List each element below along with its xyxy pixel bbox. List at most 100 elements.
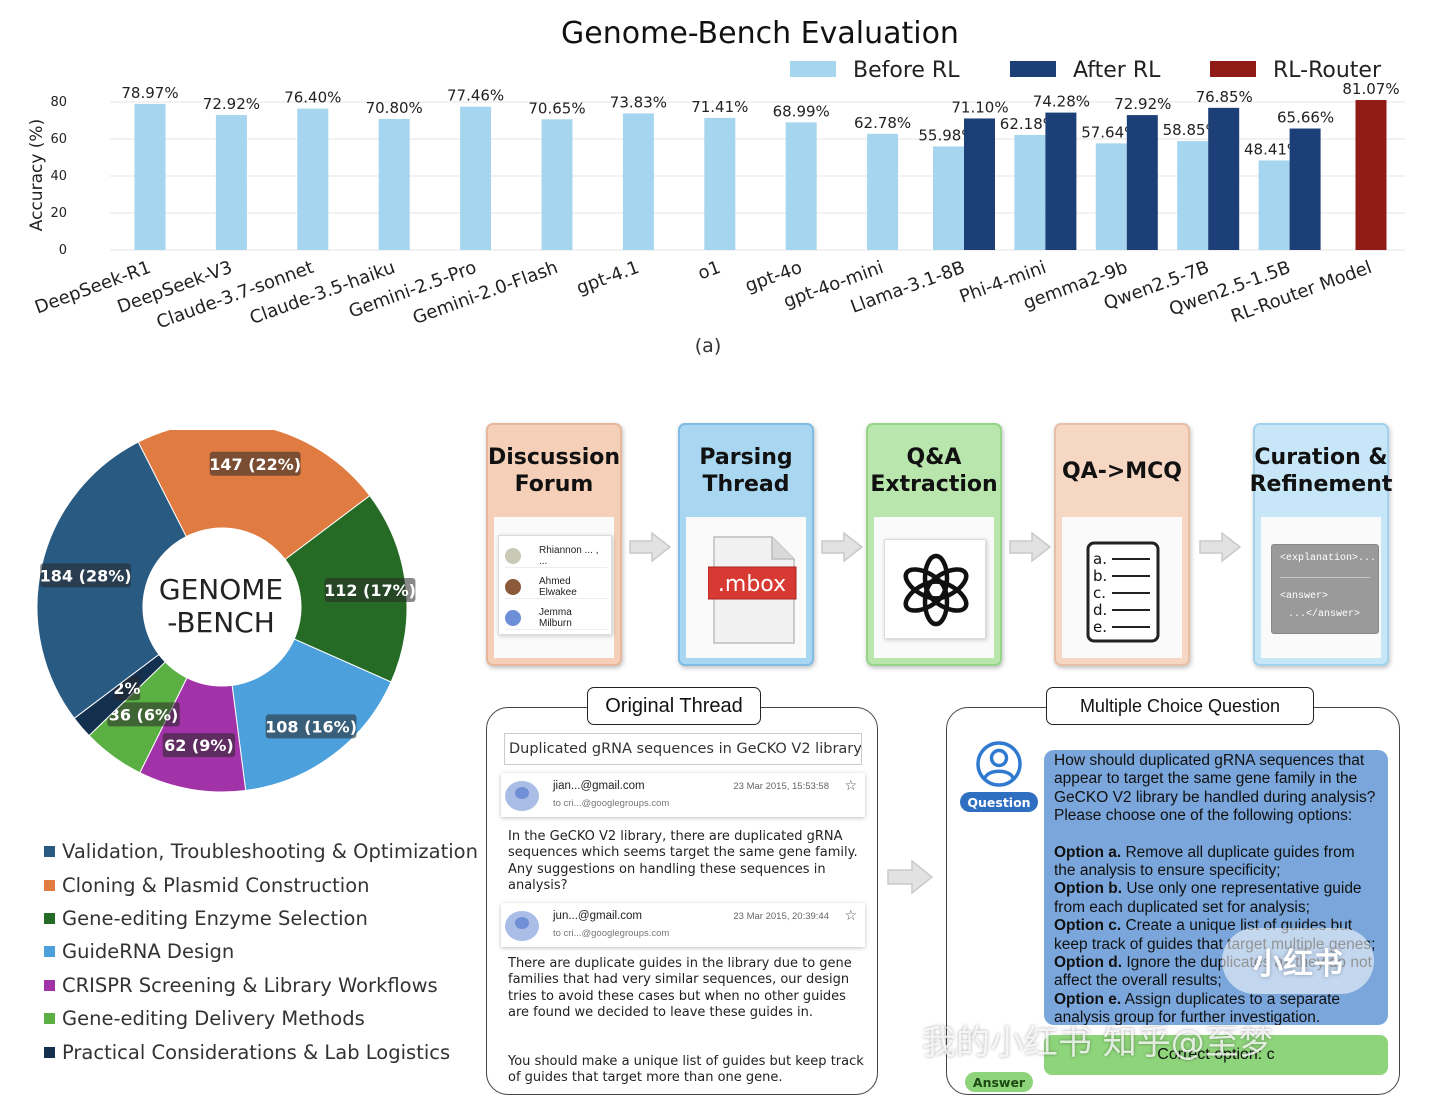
- donut-label-bg: [265, 714, 357, 739]
- divider: [1280, 577, 1370, 578]
- legend-swatch: [44, 912, 55, 924]
- bar: [1208, 107, 1240, 250]
- mcq-option-text: Remove all duplicate guides from the ana…: [1054, 843, 1355, 880]
- legend-swatch: [44, 879, 55, 891]
- legend-label: Before RL: [853, 58, 960, 83]
- bar: [297, 108, 329, 250]
- bar: [785, 122, 817, 250]
- legend-label: CRISPR Screening & Library Workflows: [62, 973, 438, 997]
- legend-item: Cloning & Plasmid Construction: [44, 868, 478, 901]
- y-tick-label: 20: [50, 206, 67, 221]
- pipeline-step-title: Discussion Forum: [487, 445, 621, 497]
- openai-logo-box: [884, 539, 986, 639]
- mcq-option-key: Option a.: [1054, 843, 1122, 861]
- bar: [460, 106, 492, 250]
- bar-value-label: 57.64%: [1081, 123, 1138, 141]
- arrow-right-icon: [629, 531, 672, 563]
- legend-label: Validation, Troubleshooting & Optimizati…: [62, 840, 478, 864]
- pipeline-step-title: Parsing Thread: [699, 445, 793, 497]
- donut-slice-label: 112 (17%): [324, 581, 416, 600]
- legend-item: Gene-editing Delivery Methods: [44, 1002, 478, 1035]
- watermark-badge: 小红书: [1222, 928, 1374, 994]
- bar-value-label: 70.80%: [366, 99, 423, 117]
- mcq-option-key: Option b.: [1054, 880, 1123, 898]
- original-thread-title: Original Thread: [587, 687, 761, 725]
- avatar: [505, 609, 521, 626]
- mcq-option-key: Option e.: [1054, 990, 1122, 1008]
- arrow-right-icon: [887, 859, 934, 895]
- x-tick-label: gpt-4.1: [574, 257, 642, 299]
- bar: [1095, 143, 1127, 250]
- email-from: jian...@gmail.com: [553, 780, 645, 792]
- bar: [964, 118, 995, 250]
- bar-value-label: 68.99%: [773, 102, 830, 120]
- choice-letter: d.: [1093, 601, 1107, 619]
- bar: [622, 113, 654, 251]
- bar-value-label: 62.18%: [1000, 115, 1057, 133]
- choice-letter: e.: [1093, 618, 1107, 636]
- legend-item: Gene-editing Enzyme Selection: [44, 902, 478, 935]
- legend-item: GuideRNA Design: [44, 935, 478, 968]
- bar-value-label: 71.10%: [951, 98, 1008, 116]
- bar: [704, 117, 736, 250]
- donut-slice-label: 62 (9%): [164, 736, 234, 755]
- bar: [1045, 112, 1077, 250]
- original-thread-panel: [486, 707, 878, 1095]
- avatar: [505, 547, 521, 564]
- bar: [1177, 141, 1209, 250]
- mcq-option-text: Use only one representative guide from e…: [1054, 880, 1362, 916]
- legend-swatch: [1010, 61, 1056, 77]
- user-icon: [976, 741, 1022, 787]
- email-from: jun...@gmail.com: [553, 910, 643, 922]
- arrow-right-icon: [1009, 531, 1052, 563]
- openai-logo-icon: [903, 553, 969, 627]
- pipeline-step-curation-refinement: Curation & Refinement<explanation>...<an…: [1249, 423, 1393, 666]
- mcq-option-key: Option c.: [1054, 917, 1122, 935]
- legend-item: Validation, Troubleshooting & Optimizati…: [44, 835, 478, 868]
- bar: [215, 115, 247, 251]
- answer-tag: Answer: [965, 1072, 1033, 1092]
- bar-value-label: 58.85%: [1163, 121, 1220, 139]
- email-body-2b: You should make a unique list of guides …: [508, 1054, 864, 1086]
- bar-value-label: 78.97%: [121, 84, 178, 102]
- legend-label: RL-Router: [1273, 58, 1382, 83]
- email-date: 23 Mar 2015, 20:39:44: [733, 911, 829, 922]
- bar: [378, 119, 410, 251]
- mcq-option: Option b. Use only one representative gu…: [1054, 880, 1380, 917]
- mcq-option: Option a. Remove all duplicate guides fr…: [1054, 844, 1380, 881]
- question-tag: Question: [960, 792, 1038, 812]
- email-date: 23 Mar 2015, 15:53:58: [733, 781, 829, 792]
- star-icon[interactable]: ☆: [844, 908, 857, 924]
- bar-value-label: 72.92%: [1114, 95, 1171, 113]
- star-icon[interactable]: ☆: [844, 778, 857, 794]
- mcq-option-key: Option d.: [1054, 954, 1123, 972]
- bar: [933, 146, 964, 250]
- file-ext-label: .mbox: [718, 572, 786, 597]
- donut-label-bg: [107, 702, 180, 727]
- bar: [1014, 134, 1046, 250]
- bar-value-label: 72.92%: [203, 95, 260, 113]
- mcq-option-text: Assign duplicates to a separate analysis…: [1054, 990, 1341, 1025]
- chart-caption: (a): [695, 335, 721, 357]
- y-tick-label: 60: [50, 132, 67, 147]
- email-to: to cri...@googlegroups.com: [553, 928, 670, 939]
- watermark-text: 我的小红书 知乎@至梦: [922, 1023, 1273, 1063]
- mcq-title: Multiple Choice Question: [1046, 687, 1314, 725]
- bar-value-label: 70.65%: [528, 99, 585, 117]
- legend-swatch: [44, 946, 55, 958]
- legend-label: Cloning & Plasmid Construction: [62, 873, 370, 897]
- bar: [1126, 115, 1158, 251]
- legend-swatch: [44, 979, 55, 991]
- forum-user-name: Rhiannon ... , ...: [539, 544, 599, 567]
- legend-swatch: [1210, 61, 1256, 77]
- donut-slice-label: 184 (28%): [40, 566, 132, 585]
- chart-bars: 78.97%DeepSeek-R172.92%DeepSeek-V376.40%…: [32, 80, 1400, 333]
- avatar: [505, 911, 539, 941]
- donut-slice-label: 108 (16%): [265, 717, 357, 736]
- bar: [134, 103, 166, 250]
- pipeline-step-title: Curation & Refinement: [1249, 445, 1393, 497]
- y-axis-label: Accuracy (%): [27, 119, 47, 231]
